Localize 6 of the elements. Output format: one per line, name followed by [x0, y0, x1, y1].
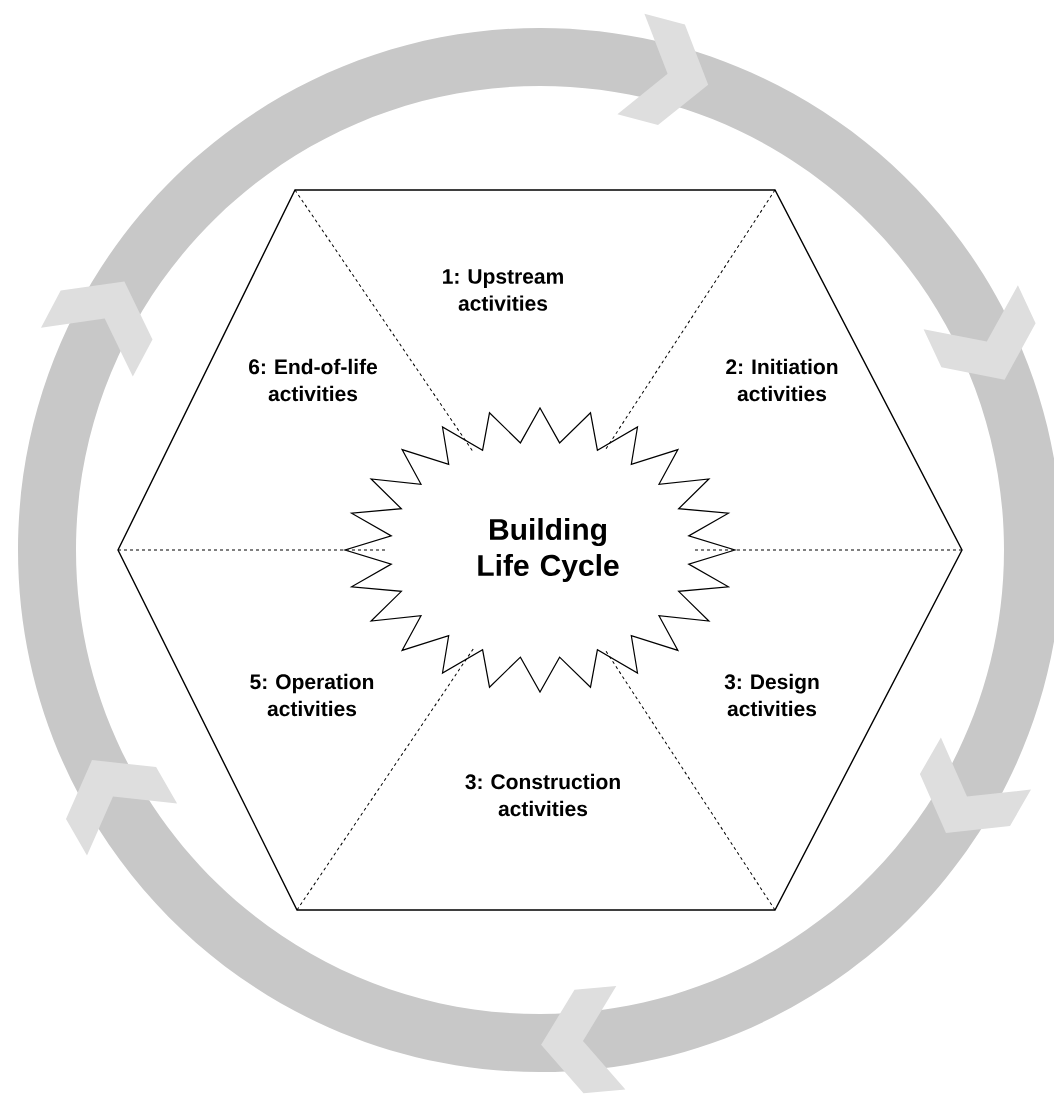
segment-label: 3: Construction activities — [465, 773, 620, 817]
segment-label: 3: Design activities — [724, 673, 819, 717]
segment-label: 2: Initiation activities — [726, 358, 838, 402]
segment-label: 6: End-of-life activities — [249, 358, 378, 402]
segment-label: 5: Operation activities — [250, 673, 374, 717]
segment-label: 1: Upstream activities — [443, 269, 563, 311]
